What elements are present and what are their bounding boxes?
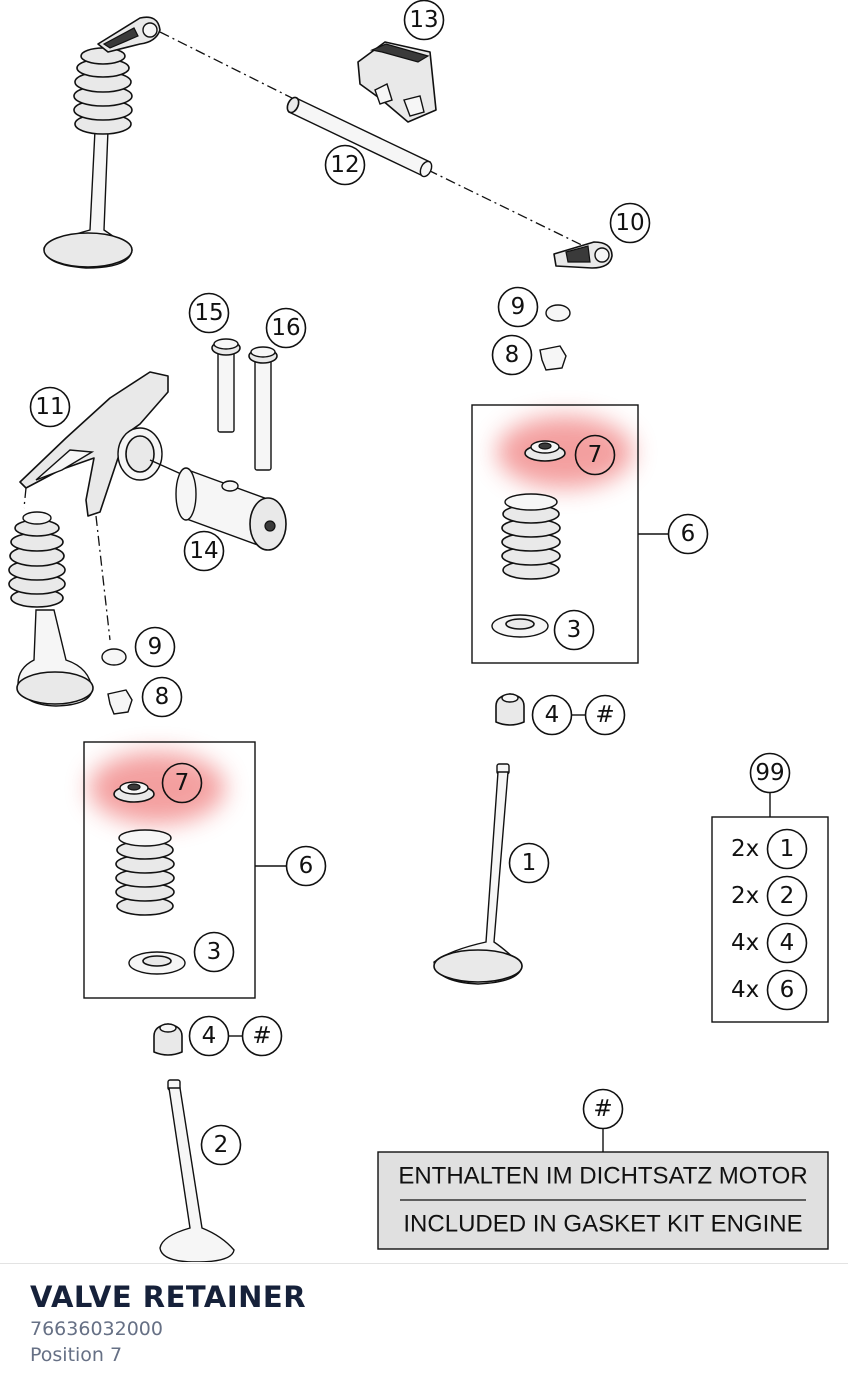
callout-6-left[interactable]: 6 (285, 845, 327, 887)
valve-collet-left (107, 689, 133, 715)
part-number: 76636032000 (30, 1318, 163, 1340)
svg-text:4x: 4x (731, 930, 759, 956)
part-info-panel: VALVE RETAINER 76636032000 Position 7 (0, 1263, 848, 1391)
callout-99[interactable]: 99 (749, 752, 791, 794)
pin-15 (211, 338, 241, 433)
svg-text:7: 7 (588, 442, 603, 468)
rocker-shaft (286, 96, 433, 178)
part-name: VALVE RETAINER (30, 1280, 307, 1314)
kit-99-row: 2x 1 (731, 828, 808, 870)
callout-13[interactable]: 13 (403, 0, 445, 41)
top-valve-assembly (43, 16, 161, 269)
gasket-note-line-1: ENTHALTEN IM DICHTSATZ MOTOR (398, 1163, 807, 1190)
svg-text:7: 7 (175, 770, 190, 796)
callout-8-right[interactable]: 8 (491, 334, 533, 376)
svg-text:1: 1 (780, 836, 795, 862)
kit-99-row: 2x 2 (731, 875, 808, 917)
valve-1 (433, 763, 523, 985)
svg-text:#: # (595, 702, 614, 728)
pin-16 (248, 346, 278, 471)
gasket-note-line-2: INCLUDED IN GASKET KIT ENGINE (403, 1211, 802, 1238)
kit-99-row: 4x 6 (731, 969, 808, 1011)
callout-16[interactable]: 16 (265, 307, 307, 349)
spring-kit-box-left (83, 741, 256, 999)
callout-9-left[interactable]: 9 (134, 626, 176, 668)
callout-11[interactable]: 11 (29, 386, 71, 428)
rocker-arm-right (553, 241, 613, 269)
svg-text:8: 8 (155, 684, 170, 710)
valve-2 (159, 1079, 235, 1262)
svg-text:4: 4 (202, 1023, 217, 1049)
callout-hash-right[interactable]: # (584, 694, 626, 736)
valve-spring-right (501, 493, 561, 580)
svg-text:4: 4 (545, 702, 560, 728)
rocker-bracket (357, 41, 437, 123)
svg-text:12: 12 (330, 152, 359, 178)
svg-text:2x: 2x (731, 883, 759, 909)
valve-spring-left (115, 829, 175, 916)
svg-text:3: 3 (207, 939, 222, 965)
valve-seal-left (153, 1023, 183, 1056)
callout-14[interactable]: 14 (183, 530, 225, 572)
svg-text:4: 4 (780, 930, 795, 956)
exploded-parts-diagram: 13 12 10 15 16 11 14 9 8 7 6 3 4 # 9 8 7… (8, 0, 829, 1262)
svg-text:2x: 2x (731, 836, 759, 862)
callout-1[interactable]: 1 (508, 842, 550, 884)
svg-text:6: 6 (780, 977, 795, 1003)
highlight-position-7-left (89, 752, 225, 824)
callout-4-right[interactable]: 4 (531, 694, 573, 736)
callout-hash-note[interactable]: # (582, 1088, 624, 1130)
valve-cap-right (545, 304, 571, 322)
kit-99-box (711, 816, 829, 1023)
svg-text:6: 6 (299, 853, 314, 879)
svg-text:99: 99 (755, 760, 784, 786)
callout-3-right[interactable]: 3 (553, 609, 595, 651)
svg-text:9: 9 (148, 634, 163, 660)
callout-12[interactable]: 12 (324, 144, 366, 186)
callout-3-left[interactable]: 3 (193, 931, 235, 973)
svg-text:#: # (252, 1023, 271, 1049)
callout-9-right[interactable]: 9 (497, 286, 539, 328)
svg-text:3: 3 (567, 617, 582, 643)
callout-7-left[interactable]: 7 (161, 762, 203, 804)
spring-seat-left (128, 951, 186, 975)
svg-text:6: 6 (681, 521, 696, 547)
callout-8-left[interactable]: 8 (141, 676, 183, 718)
callout-hash-left[interactable]: # (241, 1015, 283, 1057)
rocker-arm-left (19, 371, 191, 517)
svg-text:16: 16 (271, 315, 300, 341)
callout-15[interactable]: 15 (188, 292, 230, 334)
svg-text:4x: 4x (731, 977, 759, 1003)
svg-text:10: 10 (615, 210, 644, 236)
svg-text:2: 2 (780, 883, 795, 909)
spring-seat-right (491, 614, 549, 638)
svg-text:14: 14 (189, 538, 218, 564)
svg-text:9: 9 (511, 294, 526, 320)
callout-10[interactable]: 10 (609, 202, 651, 244)
part-position: Position 7 (30, 1344, 123, 1366)
callout-7-right[interactable]: 7 (574, 434, 616, 476)
callout-2[interactable]: 2 (200, 1124, 242, 1166)
valve-seal-right (495, 693, 525, 726)
callout-4-left[interactable]: 4 (188, 1015, 230, 1057)
svg-text:8: 8 (505, 342, 520, 368)
svg-text:2: 2 (214, 1132, 229, 1158)
svg-text:13: 13 (409, 7, 438, 33)
valve-retainer-left[interactable] (113, 781, 155, 803)
svg-text:#: # (593, 1096, 612, 1122)
valve-collet-right (539, 345, 567, 371)
valve-cap-left (101, 648, 127, 666)
left-valve-assembly (8, 511, 94, 707)
callout-6-right[interactable]: 6 (667, 513, 709, 555)
svg-text:1: 1 (522, 850, 537, 876)
svg-text:15: 15 (194, 300, 223, 326)
kit-99-row: 4x 4 (731, 922, 808, 964)
rocker-pin-cylinder (175, 467, 287, 551)
svg-text:11: 11 (35, 394, 64, 420)
valve-retainer-right[interactable] (524, 440, 566, 462)
gasket-kit-note: ENTHALTEN IM DICHTSATZ MOTOR INCLUDED IN… (377, 1151, 829, 1250)
